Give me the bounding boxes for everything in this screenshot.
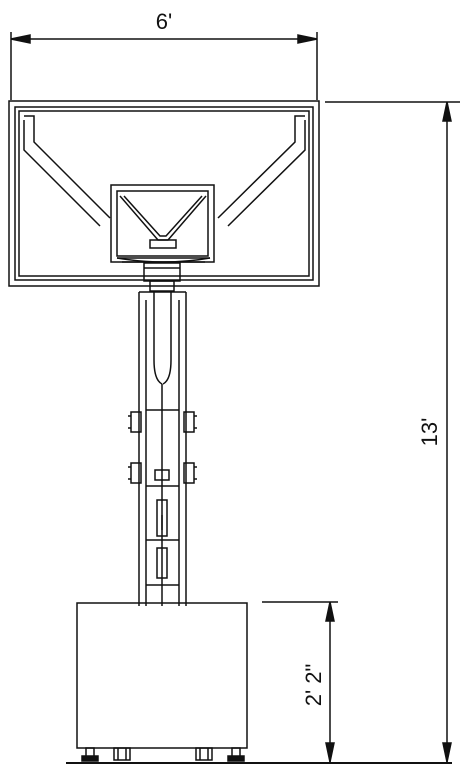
- height-label: 13': [417, 418, 442, 447]
- ballast-base: [76, 602, 248, 749]
- rim: [116, 257, 211, 263]
- width-label: 6': [156, 9, 172, 34]
- shooter-square: [110, 184, 215, 263]
- total-height-dimension: [325, 101, 460, 763]
- backboard-bracing: [23, 115, 306, 227]
- pole-clamps: [128, 411, 197, 484]
- pole-collar: [143, 262, 181, 292]
- rim-bracket: [119, 195, 207, 249]
- base-height-dimension: [262, 601, 338, 763]
- base-height-label: 2' 2": [301, 664, 326, 707]
- width-dimension: [10, 32, 318, 100]
- backboard: [8, 100, 320, 287]
- support-pole: [138, 291, 187, 606]
- base-feet: [81, 747, 245, 762]
